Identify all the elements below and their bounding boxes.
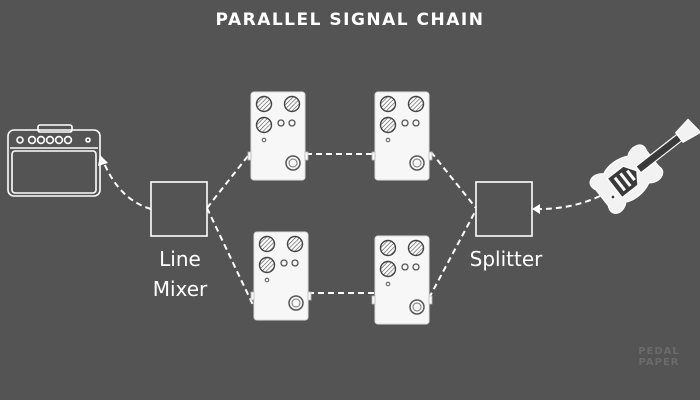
amp-to-mixer-cable	[103, 162, 152, 210]
arrow-to-splitter	[532, 204, 540, 214]
amplifier-icon	[7, 124, 101, 197]
pedal-icon-3	[250, 231, 312, 321]
line-mixer-box	[150, 181, 208, 237]
pedal-4-to-splitter-cable	[428, 209, 477, 299]
splitter-box	[475, 181, 533, 237]
pedal-icon-2	[371, 91, 433, 181]
watermark-line-2: PAPER	[638, 357, 680, 368]
splitter-label: Splitter	[469, 247, 543, 271]
watermark-logo: PEDAL PAPER	[628, 346, 690, 368]
electric-guitar-icon	[589, 118, 700, 214]
line-mixer-label: Line Mixer	[152, 247, 208, 301]
pedal-icon-1	[247, 91, 309, 181]
guitar-to-splitter-cable	[533, 195, 601, 211]
pedal-icon-4	[371, 235, 433, 325]
diagram-title: PARALLEL SIGNAL CHAIN	[215, 10, 485, 30]
mixer-to-pedal-3-cable	[206, 207, 254, 306]
watermark-line-1: PEDAL	[638, 346, 680, 357]
pedal-2-to-splitter-cable	[430, 151, 477, 209]
mixer-to-pedal-1-cable	[206, 151, 252, 209]
